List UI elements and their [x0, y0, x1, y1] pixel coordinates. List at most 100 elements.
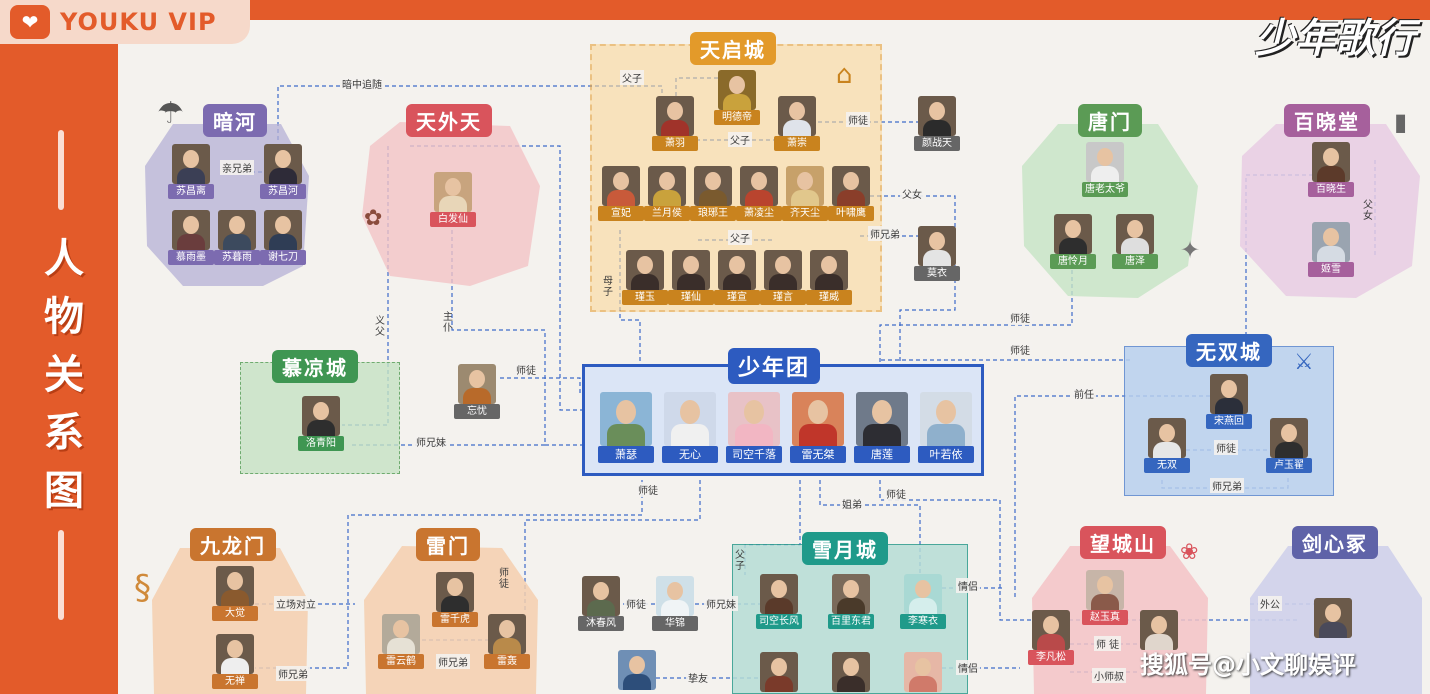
person-muyumo[interactable]: 慕雨墨	[168, 210, 214, 266]
region-muliangcheng: 慕凉城	[240, 350, 400, 474]
umbrella-icon: ☂	[157, 96, 184, 131]
region-label: 少年团	[728, 348, 821, 384]
person-xiaose[interactable]: 萧瑟	[598, 392, 654, 466]
edge-zhupu	[451, 230, 600, 446]
region-label: 暗河	[203, 104, 267, 137]
person-jixue[interactable]: 姬雪	[1308, 222, 1354, 278]
person-jinxuan[interactable]: 瑾宣	[714, 250, 760, 306]
person-suchangli[interactable]: 苏昌离	[168, 144, 214, 200]
person-sikongchangfeng[interactable]: 司空长风	[756, 574, 802, 630]
person-jinyu[interactable]: 瑾玉	[622, 250, 668, 306]
person-xuanfei[interactable]: 宣妃	[598, 166, 644, 222]
person-leiyunhe[interactable]: 雷云鹤	[378, 614, 424, 670]
person-wushuang[interactable]: 无双	[1144, 418, 1190, 474]
person-mingdedi[interactable]: 明德帝	[714, 70, 760, 126]
person-wangchengshan-3[interactable]	[1140, 610, 1178, 666]
region-label: 雪月城	[802, 532, 888, 565]
edge-label: 外公	[1258, 596, 1282, 611]
title-char: 图	[44, 468, 84, 514]
person-friend-unnamed[interactable]	[618, 650, 656, 694]
person-xueyue-6[interactable]	[904, 652, 942, 694]
person-lanyuehou[interactable]: 兰月侯	[644, 166, 690, 222]
edge-label: 师徒	[884, 486, 908, 501]
person-leiwujie[interactable]: 雷无桀	[790, 392, 846, 466]
person-wuxin[interactable]: 无心	[662, 392, 718, 466]
person-leiqianhu[interactable]: 雷千虎	[432, 572, 478, 628]
person-tanglaotaiye[interactable]: 唐老太爷	[1082, 142, 1128, 198]
region-blob	[152, 548, 308, 694]
person-zhaoyuzhen[interactable]: 赵玉真	[1082, 570, 1128, 626]
person-jinxian[interactable]: 瑾仙	[668, 250, 714, 306]
edge-label: 师徒	[624, 596, 648, 611]
person-sumuyu[interactable]: 苏暮雨	[214, 210, 260, 266]
edge-label: 小师叔	[1092, 668, 1126, 683]
edge-funv	[870, 195, 956, 385]
edge-label: 亲兄弟	[220, 160, 254, 175]
person-yexiaoying[interactable]: 叶啸鹰	[828, 166, 874, 222]
person-wangyou[interactable]: 忘忧	[454, 364, 500, 420]
person-baifaxian[interactable]: 白发仙	[430, 172, 476, 228]
edge-label: 师兄弟	[868, 226, 902, 241]
edge-label: 父子	[620, 70, 644, 85]
person-huajin[interactable]: 华锦	[652, 576, 698, 632]
top-strip	[118, 0, 1430, 20]
edge-label: 师徒	[499, 568, 509, 590]
person-langyawang[interactable]: 琅琊王	[690, 166, 736, 222]
person-qitianchen[interactable]: 齐天尘	[782, 166, 828, 222]
region-label: 慕凉城	[272, 350, 358, 383]
edge-label: 父子	[728, 132, 752, 147]
region-label: 天外天	[406, 104, 492, 137]
region-label: 雷门	[416, 528, 480, 561]
person-xiaolingchen[interactable]: 萧凌尘	[736, 166, 782, 222]
person-luyuzhai[interactable]: 卢玉翟	[1266, 418, 1312, 474]
person-xieqidao[interactable]: 谢七刀	[260, 210, 306, 266]
show-title: 少年歌行	[1255, 16, 1415, 62]
person-jinwei[interactable]: 瑾威	[806, 250, 852, 306]
person-songyanhui[interactable]: 宋燕回	[1206, 374, 1252, 430]
person-jinyan[interactable]: 瑾言	[760, 250, 806, 306]
person-dajue[interactable]: 大觉	[212, 566, 258, 622]
person-jianxin-elder[interactable]	[1314, 598, 1352, 654]
region-jiulongmen: 九龙门 §	[134, 528, 310, 694]
person-yeruoyi[interactable]: 叶若依	[918, 392, 974, 466]
person-xueyue-5[interactable]	[832, 652, 870, 694]
region-label: 唐门	[1078, 104, 1142, 137]
person-lifansong[interactable]: 李凡松	[1028, 610, 1074, 666]
edge-label: 师徒	[1008, 342, 1032, 357]
watermark: 搜狐号@小文聊娱评	[1140, 651, 1356, 679]
person-yanzhantian[interactable]: 颜战天	[914, 96, 960, 152]
person-moyi[interactable]: 莫衣	[914, 226, 960, 282]
edge-label: 挚友	[686, 670, 710, 685]
left-banner: 人 物 关 系 图	[0, 0, 118, 694]
region-label: 九龙门	[190, 528, 276, 561]
person-sikongqianluo[interactable]: 司空千落	[726, 392, 782, 466]
edge-label: 师兄弟	[436, 654, 470, 669]
edge-label: 师兄弟	[1210, 478, 1244, 493]
person-tanglianyue[interactable]: 唐怜月	[1050, 214, 1096, 270]
edge-label: 立场对立	[274, 596, 318, 611]
brand-bar[interactable]: ❤ YOUKU VIP	[0, 0, 250, 44]
person-bailidongjun[interactable]: 百里东君	[828, 574, 874, 630]
edge-label: 师徒	[514, 362, 538, 377]
region-label: 百晓堂	[1284, 104, 1370, 137]
person-baixiaosheng[interactable]: 百晓生	[1308, 142, 1354, 198]
edge-label: 情侣	[956, 578, 980, 593]
banner-ornament-top	[58, 130, 64, 210]
person-muchunfeng[interactable]: 沐春风	[578, 576, 624, 632]
person-lihanyi[interactable]: 李寒衣	[900, 574, 946, 630]
edge-label: 暗中追随	[340, 76, 384, 91]
person-luoqingyang[interactable]: 洛青阳	[298, 396, 344, 452]
person-wuxiang[interactable]: 无禅	[212, 634, 258, 690]
person-suchanghe[interactable]: 苏昌河	[260, 144, 306, 200]
person-xueyue-4[interactable]	[760, 652, 798, 694]
person-xiaoyu[interactable]: 萧羽	[652, 96, 698, 152]
lantern-icon: ⌂	[836, 60, 853, 90]
plum-branch-icon: ✿	[364, 206, 383, 231]
person-tanglian[interactable]: 唐莲	[854, 392, 910, 466]
title-char: 人	[44, 236, 84, 282]
edge-shitu-wangyou	[500, 377, 581, 395]
person-leihong[interactable]: 雷轰	[484, 614, 530, 670]
person-tangze[interactable]: 唐泽	[1112, 214, 1158, 270]
edge-label: 师兄妹	[704, 596, 738, 611]
person-xiaochong[interactable]: 萧崇	[774, 96, 820, 152]
